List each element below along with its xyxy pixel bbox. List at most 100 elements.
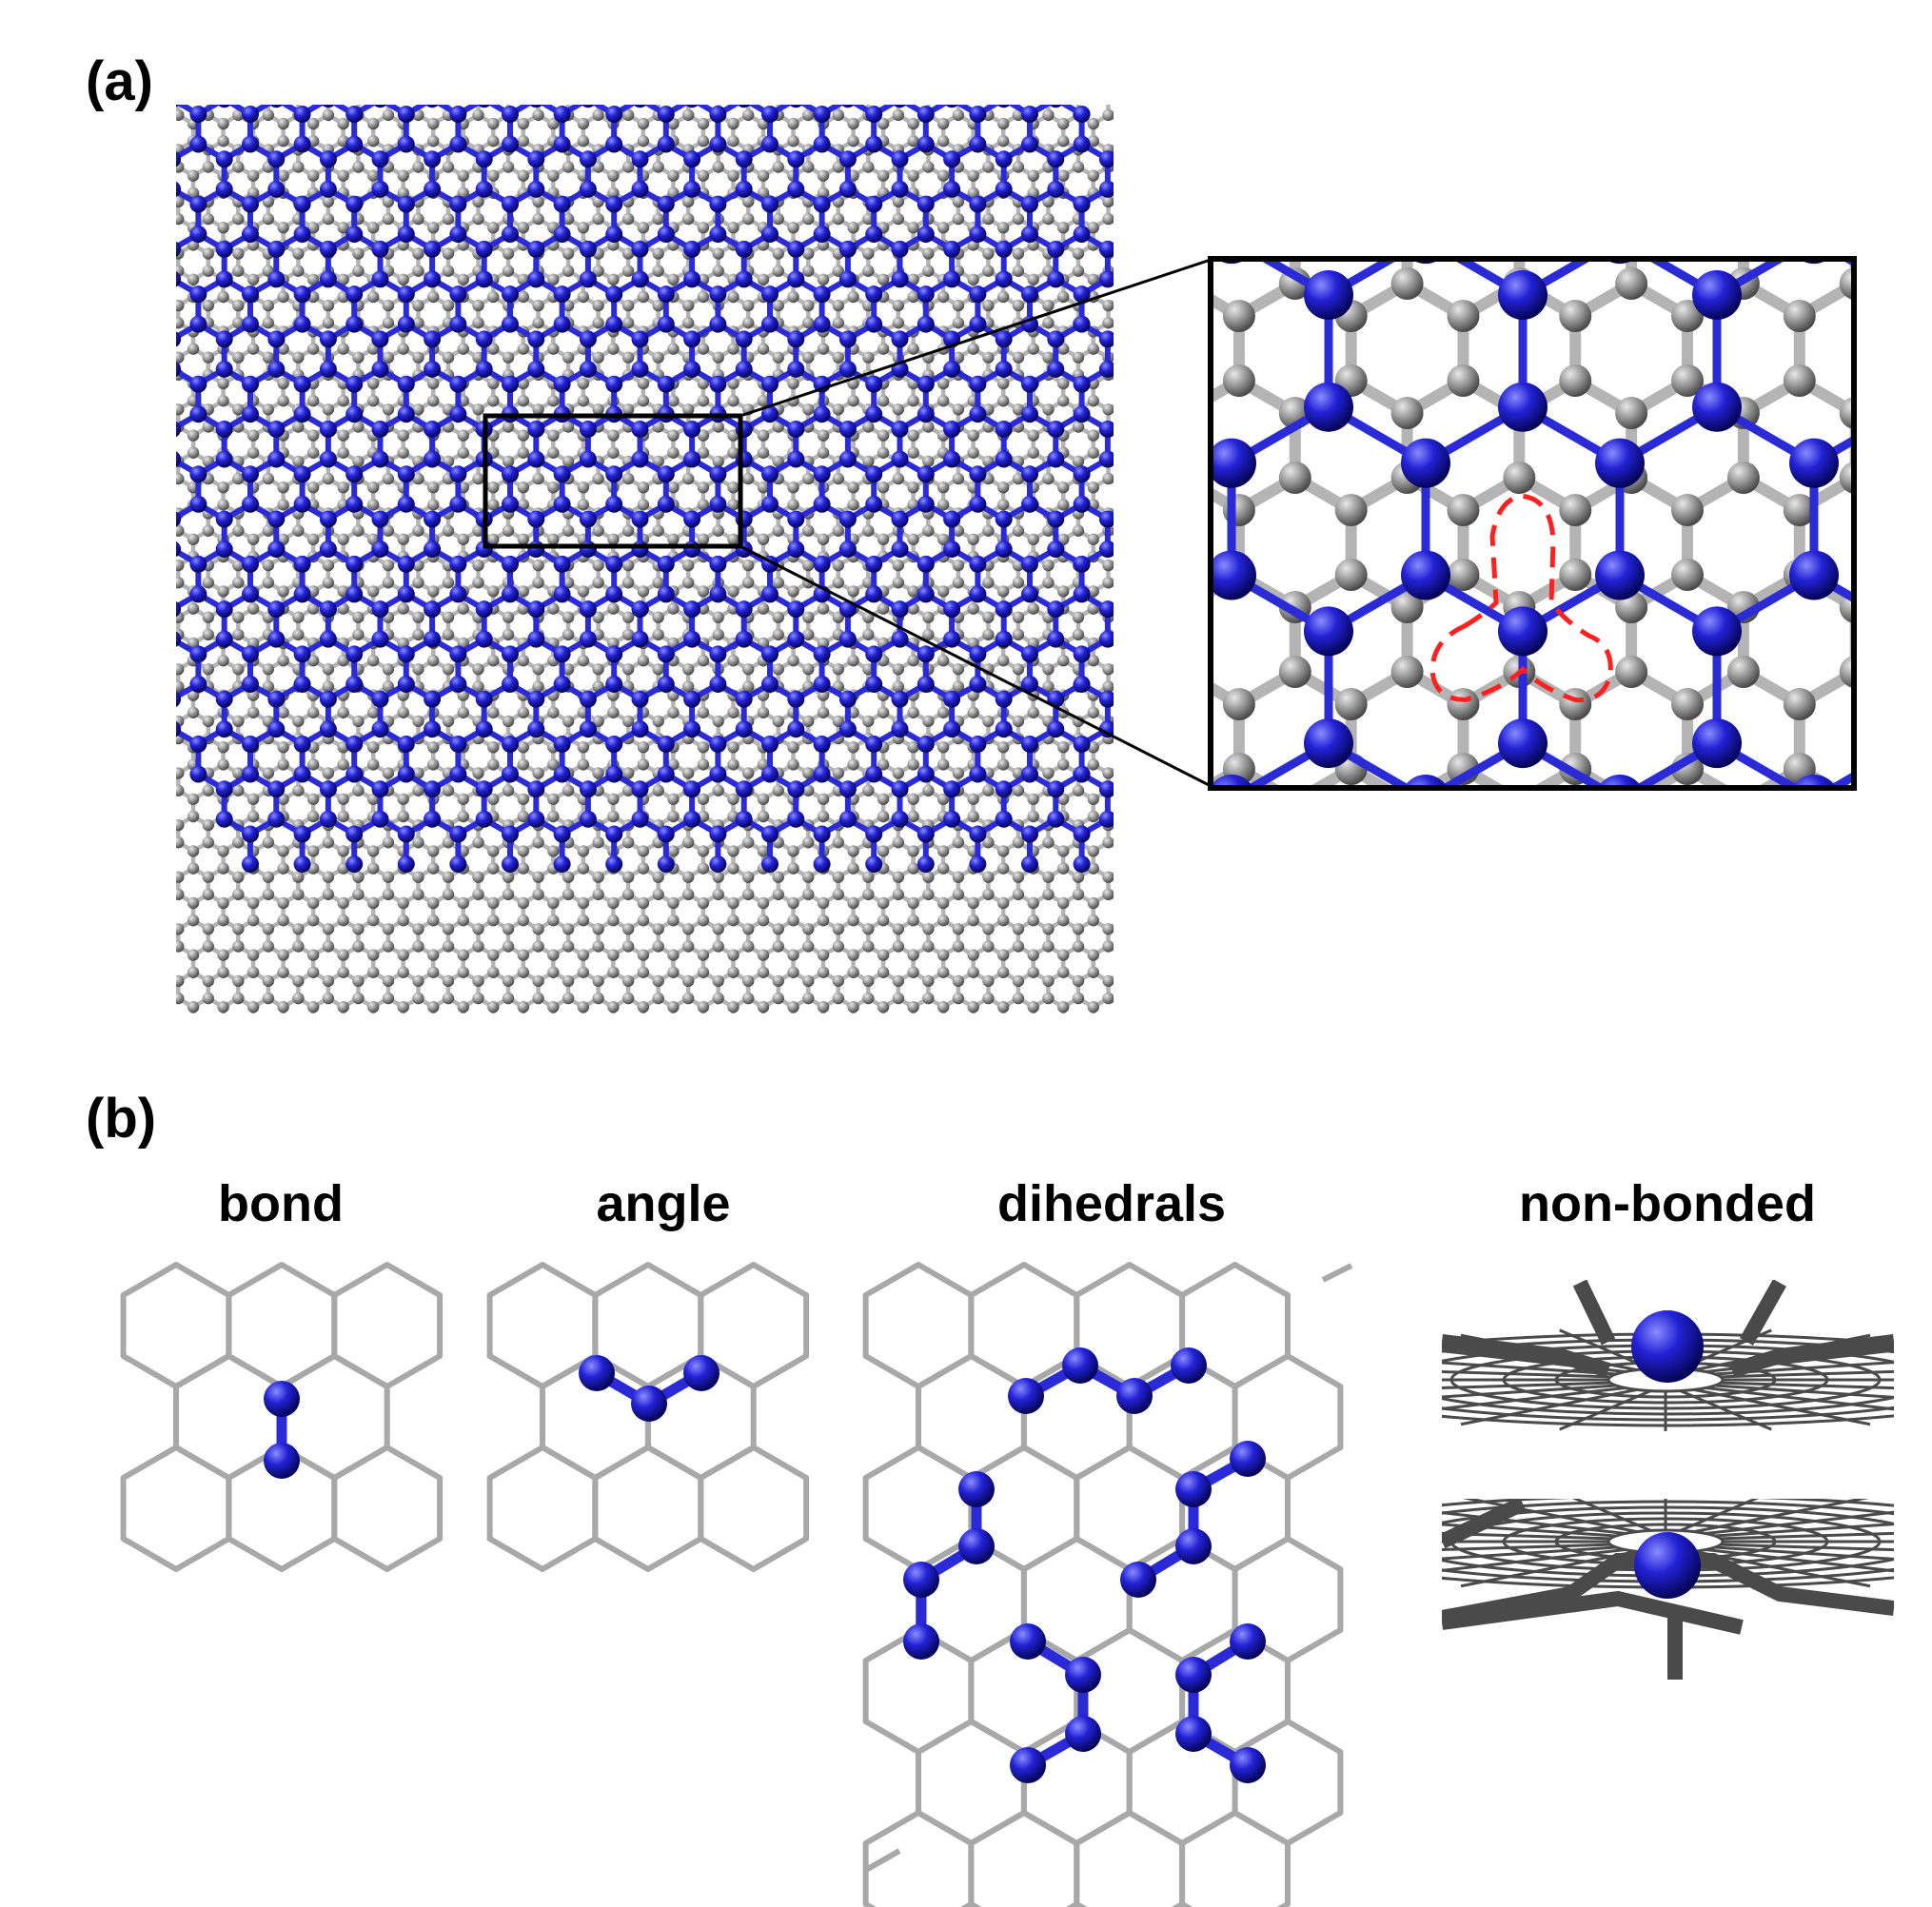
carbon-atom xyxy=(352,421,365,433)
atom-bond xyxy=(148,349,164,358)
carbon-atom xyxy=(907,914,919,927)
carbon-atom xyxy=(352,628,365,641)
carbon-atom xyxy=(487,533,500,545)
carbon-atom xyxy=(637,896,650,910)
carbon-atom xyxy=(772,663,784,676)
carbon-atom xyxy=(442,663,455,676)
carbon-atom xyxy=(547,169,560,182)
atom-bond xyxy=(148,764,164,773)
carbon-atom xyxy=(176,403,185,416)
carbon-atom xyxy=(232,472,245,485)
carbon-atom xyxy=(592,611,604,623)
carbon-atom xyxy=(176,351,185,364)
carbon-atom xyxy=(337,429,349,442)
carbon-atom xyxy=(517,949,530,961)
carbon-atom xyxy=(292,715,305,728)
carbon-atom xyxy=(487,914,500,927)
carbon-atom xyxy=(337,533,349,545)
carbon-atom xyxy=(352,715,365,728)
carbon-atom xyxy=(727,966,739,978)
carbon-atom xyxy=(442,247,455,260)
carbon-atom xyxy=(712,524,724,537)
atom-bond xyxy=(148,869,164,877)
carbon-atom xyxy=(727,845,739,857)
carbon-atom xyxy=(352,247,365,260)
carbon-atom xyxy=(996,1001,1010,1013)
carbon-atom xyxy=(517,862,530,875)
carbon-atom xyxy=(157,638,168,649)
carbon-atom xyxy=(982,992,995,1005)
carbon-atom xyxy=(667,446,680,459)
carbon-atom xyxy=(337,810,349,823)
carbon-atom xyxy=(772,524,784,537)
carbon-atom xyxy=(442,299,455,312)
carbon-atom xyxy=(442,974,455,988)
carbon-atom xyxy=(337,169,349,182)
carbon-atom xyxy=(667,896,680,910)
atom-bond xyxy=(1123,193,1138,202)
carbon-atom xyxy=(352,265,365,277)
carbon-atom xyxy=(502,421,515,433)
carbon-atom xyxy=(967,1001,979,1013)
carbon-atom xyxy=(412,888,424,901)
carbon-atom xyxy=(562,784,575,796)
carbon-atom xyxy=(457,169,469,182)
carbon-atom xyxy=(277,758,289,771)
carbon-atom xyxy=(217,395,229,407)
carbon-atom xyxy=(907,896,919,910)
carbon-atom xyxy=(562,247,575,260)
carbon-atom xyxy=(412,299,424,312)
carbon-atom xyxy=(832,871,844,883)
carbon-atom xyxy=(607,533,620,545)
carbon-atom xyxy=(517,914,530,927)
atom-bond xyxy=(1123,660,1138,669)
carbon-atom xyxy=(862,923,875,935)
carbon-atom xyxy=(157,135,168,147)
carbon-atom xyxy=(322,680,335,693)
carbon-atom xyxy=(607,273,620,285)
carbon-atom xyxy=(382,836,395,849)
carbon-atom xyxy=(562,663,575,676)
carbon-atom xyxy=(202,871,215,883)
carbon-atom xyxy=(742,992,755,1005)
carbon-atom xyxy=(202,836,215,849)
carbon-atom xyxy=(952,923,965,935)
atom-bond xyxy=(176,580,180,587)
carbon-atom xyxy=(772,888,784,901)
carbon-atom xyxy=(246,896,260,910)
carbon-atom xyxy=(427,222,440,234)
carbon-atom xyxy=(157,949,168,960)
carbon-atom xyxy=(922,974,935,988)
carbon-atom xyxy=(292,524,305,537)
carbon-atom xyxy=(621,715,635,728)
atom-bond xyxy=(148,141,164,149)
carbon-atom xyxy=(862,888,875,901)
carbon-atom xyxy=(1012,923,1025,935)
atom-bond xyxy=(148,609,164,618)
carbon-atom xyxy=(292,992,305,1005)
carbon-atom xyxy=(652,974,664,988)
carbon-atom xyxy=(487,793,500,805)
carbon-atom xyxy=(382,559,395,572)
carbon-atom xyxy=(472,559,484,572)
carbon-atom xyxy=(967,966,979,978)
carbon-atom xyxy=(427,395,440,407)
carbon-atom xyxy=(202,940,215,953)
carbon-atom xyxy=(397,966,409,978)
carbon-atom xyxy=(637,655,650,667)
carbon-atom xyxy=(306,169,320,182)
carbon-atom xyxy=(352,611,365,623)
carbon-atom xyxy=(292,888,305,901)
carbon-atom xyxy=(487,706,500,718)
carbon-atom xyxy=(681,663,695,676)
atom-bond xyxy=(176,892,180,898)
carbon-atom xyxy=(832,767,844,779)
carbon-atom xyxy=(366,655,380,667)
carbon-atom xyxy=(577,741,590,754)
carbon-atom xyxy=(442,577,455,589)
carbon-atom xyxy=(382,940,395,953)
carbon-atom xyxy=(472,923,484,935)
carbon-atom xyxy=(232,871,245,883)
carbon-atom xyxy=(847,741,859,754)
carbon-atom xyxy=(412,663,424,676)
